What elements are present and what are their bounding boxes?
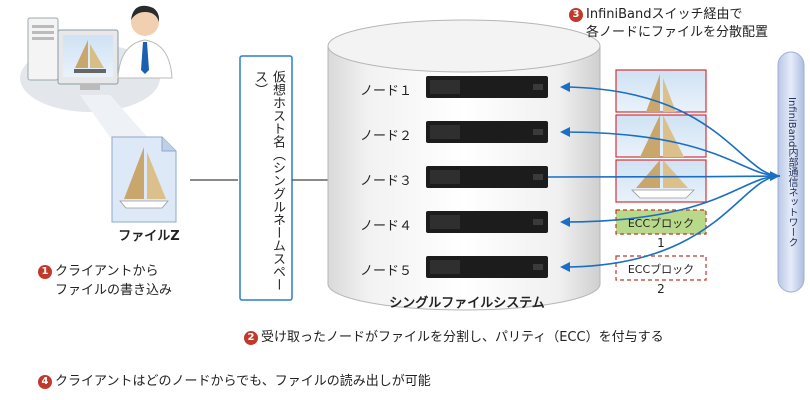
server-node-4 xyxy=(426,211,548,233)
ecc-block-2-box xyxy=(615,255,707,281)
node-label-5: ノード５ xyxy=(360,264,413,279)
node-label-2: ノード２ xyxy=(360,129,413,144)
file-system-label: シングルファイルシステム xyxy=(389,296,545,311)
node-label-1: ノード１ xyxy=(360,84,413,99)
step3-line1: InfiniBandスイッチ経由で xyxy=(586,7,743,22)
step3-line2: 各ノードにファイルを分散配置 xyxy=(586,25,769,40)
server-node-1 xyxy=(426,76,548,98)
ecc-block-2-number: 2 xyxy=(657,282,665,296)
ecc-block-2-label: ECCブロック xyxy=(627,263,695,276)
server-node-3 xyxy=(426,166,548,188)
network-label: InfiniBand内部通信ネットワーク xyxy=(786,96,797,248)
step2-text: 受け取ったノードがファイルを分割し、パリティ（ECC）を付与する xyxy=(261,330,664,345)
step1-marker: 1 xyxy=(38,265,52,279)
node-label-4: ノード４ xyxy=(360,219,413,234)
fragment-3 xyxy=(615,159,707,203)
fragment-1 xyxy=(615,69,707,113)
step2-marker: 2 xyxy=(244,331,258,345)
step4-text: クライアントはどのノードからでも、ファイルの読み出しが可能 xyxy=(55,374,431,389)
step4-marker: 4 xyxy=(38,375,52,389)
virtual-host-label: 仮想ホスト名（シングルネームスペース） xyxy=(252,70,285,291)
step3-marker: 3 xyxy=(569,8,583,22)
client-file-beam xyxy=(80,95,150,140)
server-node-2 xyxy=(426,121,548,143)
ecc-block-1-label: ECCブロック xyxy=(627,217,695,230)
client-illustration xyxy=(20,5,173,112)
node-label-3: ノード３ xyxy=(360,174,413,189)
file-name-label: ファイルZ xyxy=(118,229,180,244)
node-servers xyxy=(426,76,548,278)
virtual-host-box xyxy=(239,55,293,301)
file-z-icon xyxy=(111,136,177,223)
ecc-block-1-number: 1 xyxy=(657,236,665,250)
distribution-arrows xyxy=(547,82,781,272)
step1-line2: ファイルの書き込み xyxy=(55,283,173,298)
file-fragments xyxy=(615,69,707,203)
server-node-5 xyxy=(426,256,548,278)
step1-line1: クライアントから xyxy=(55,264,159,279)
